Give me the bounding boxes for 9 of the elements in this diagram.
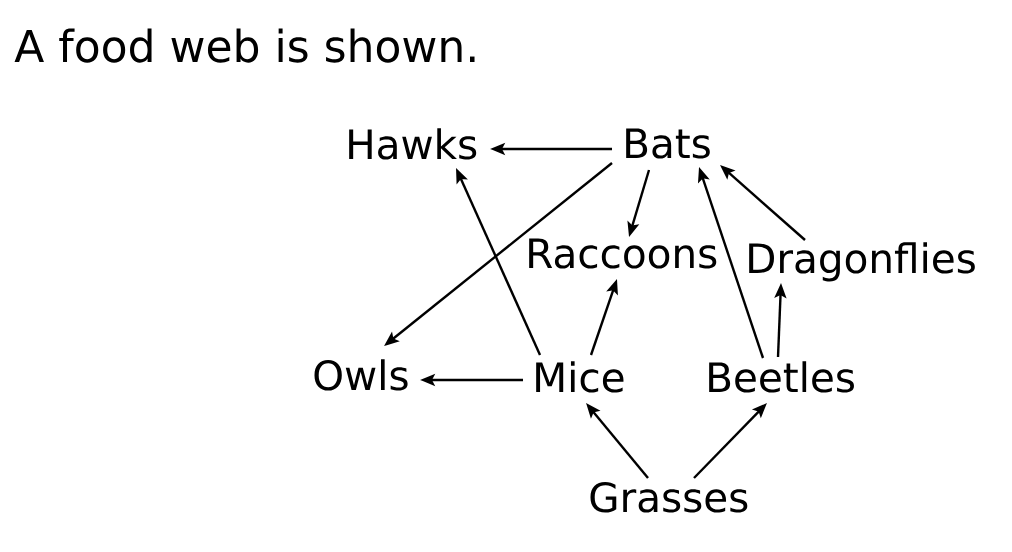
- title: A food web is shown.: [14, 28, 475, 63]
- organism-label: Owls: [314, 359, 408, 391]
- organism-label: Bats: [626, 128, 710, 159]
- organism-label: Mice: [536, 361, 624, 393]
- organism-label: Dragonflies: [749, 242, 975, 282]
- organism-label: Beetles: [709, 361, 854, 393]
- organism-label: Grasses: [590, 481, 748, 513]
- organism-label: Raccoons: [529, 238, 717, 269]
- organism-label: Hawks: [349, 128, 477, 160]
